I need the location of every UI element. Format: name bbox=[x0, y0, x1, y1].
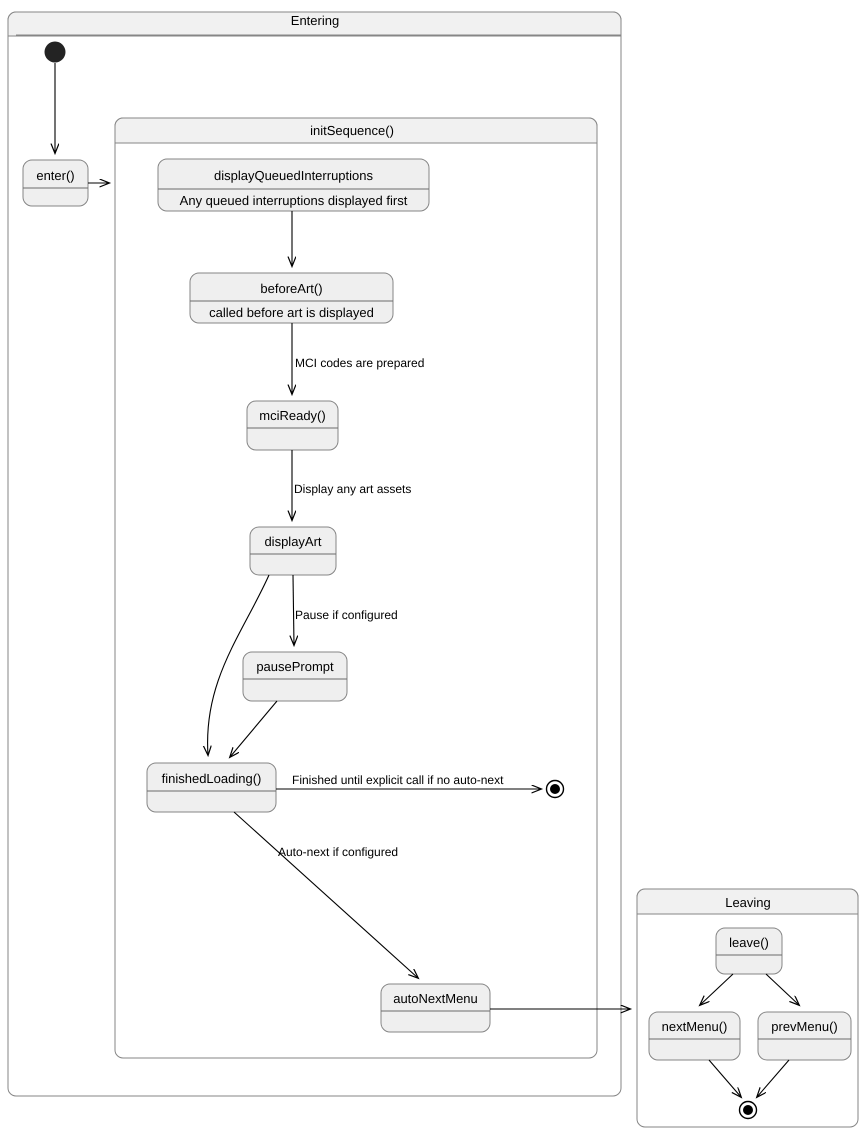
state-enter: enter() bbox=[22, 159, 89, 207]
transition-finished-loading-to-auto-next-menu bbox=[233, 811, 418, 978]
final-node-entering bbox=[545, 779, 565, 799]
state-next-menu: nextMenu() bbox=[648, 1011, 741, 1061]
composite-title-entering: Entering bbox=[291, 13, 339, 28]
state-mci-ready: mciReady() bbox=[246, 400, 339, 451]
transition-leave-to-next-menu bbox=[700, 973, 734, 1005]
state-mci-ready-label: mciReady() bbox=[259, 408, 325, 423]
state-display-art-label: displayArt bbox=[264, 534, 321, 549]
transition-next-menu-to-final bbox=[708, 1059, 741, 1097]
state-pause-prompt: pausePrompt bbox=[242, 651, 348, 702]
composite-title-leaving: Leaving bbox=[725, 895, 771, 910]
transition-label-mci-codes-prepared: MCI codes are prepared bbox=[295, 356, 424, 370]
transition-label-display-any-art-assets: Display any art assets bbox=[294, 482, 411, 496]
state-prev-menu-label: prevMenu() bbox=[771, 1019, 837, 1034]
state-auto-next-menu: autoNextMenu bbox=[380, 983, 491, 1033]
state-pause-prompt-label: pausePrompt bbox=[256, 659, 334, 674]
state-auto-next-menu-label: autoNextMenu bbox=[393, 991, 478, 1006]
initial-node bbox=[44, 41, 66, 63]
state-finished-loading: finishedLoading() bbox=[146, 762, 277, 813]
state-next-menu-label: nextMenu() bbox=[662, 1019, 728, 1034]
transition-label-pause-if-configured: Pause if configured bbox=[295, 608, 398, 622]
state-display-queued-interruptions: displayQueuedInterruptions Any queued in… bbox=[157, 158, 430, 212]
state-display-queued-interruptions-desc: Any queued interruptions displayed first bbox=[180, 193, 408, 208]
final-node-leaving bbox=[738, 1100, 758, 1120]
state-finished-loading-label: finishedLoading() bbox=[162, 771, 262, 786]
transition-display-art-to-pause-prompt bbox=[293, 574, 294, 645]
transition-label-finished-until-explicit-call: Finished until explicit call if no auto-… bbox=[292, 773, 504, 787]
transition-leave-to-prev-menu bbox=[765, 973, 799, 1005]
state-enter-label: enter() bbox=[36, 168, 74, 183]
state-display-queued-interruptions-label: displayQueuedInterruptions bbox=[214, 168, 373, 183]
state-before-art: beforeArt() called before art is display… bbox=[189, 272, 394, 324]
transition-prev-menu-to-final bbox=[757, 1059, 790, 1097]
state-before-art-desc: called before art is displayed bbox=[209, 305, 374, 320]
state-leave-label: leave() bbox=[729, 935, 769, 950]
transition-pause-prompt-to-finished-loading bbox=[230, 700, 278, 757]
composite-state-init-sequence: initSequence() bbox=[114, 117, 598, 1059]
state-before-art-label: beforeArt() bbox=[260, 281, 322, 296]
state-prev-menu: prevMenu() bbox=[757, 1011, 852, 1061]
state-leave: leave() bbox=[715, 927, 783, 975]
transition-display-art-to-finished-loading bbox=[208, 574, 270, 755]
state-display-art: displayArt bbox=[249, 526, 337, 576]
composite-title-init-sequence: initSequence() bbox=[310, 123, 394, 138]
transition-label-auto-next-if-configured: Auto-next if configured bbox=[278, 845, 398, 859]
composite-state-leaving: Leaving bbox=[636, 888, 859, 1128]
